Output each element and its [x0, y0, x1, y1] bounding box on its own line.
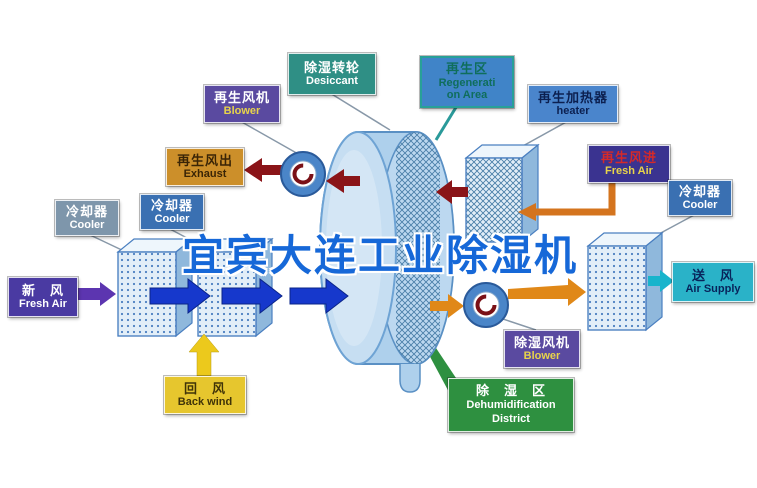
heat-exchanger-box-left-1	[116, 237, 194, 338]
label-regen-blower-zh: 再生风机	[213, 89, 270, 105]
label-dehumid-blower: 除湿风机 Blower	[504, 330, 580, 368]
label-regen-heater-zh: 再生加热器	[537, 89, 608, 105]
label-cooler-left-outer: 冷却器 Cooler	[55, 200, 119, 236]
label-regen-heater: 再生加热器 heater	[528, 85, 618, 123]
label-regen-blower: 再生风机 Blower	[204, 85, 280, 123]
air-supply-arrow	[648, 270, 674, 292]
label-cooler-left-inner: 冷却器 Cooler	[140, 194, 204, 230]
dehumid-blower-fan	[463, 282, 509, 328]
label-desiccant-wheel-en: Desiccant	[306, 75, 358, 88]
label-cooler-left-inner-zh: 冷却器	[150, 197, 193, 213]
label-dehumid-district-en2: District	[492, 413, 530, 426]
label-cooler-right-en: Cooler	[682, 199, 718, 212]
label-regen-heater-en: heater	[556, 105, 590, 118]
label-desiccant-wheel-zh: 除湿转轮	[303, 59, 360, 75]
label-regen-fresh-air-zh: 再生风进	[600, 149, 657, 165]
label-fresh-air: 新 风 Fresh Air	[8, 277, 78, 317]
heat-exchanger-box-right	[586, 231, 664, 332]
label-cooler-left-outer-en: Cooler	[69, 219, 105, 232]
label-air-supply-zh: 送 风	[691, 267, 734, 283]
main-airflow-arrows	[149, 277, 349, 315]
label-exhaust-en: Exhaust	[183, 168, 227, 181]
leader-cooler-left-outer	[87, 233, 127, 253]
label-dehumid-district-zh: 除 湿 区	[475, 383, 546, 399]
leader-regen-blower	[239, 120, 301, 156]
fresh-air-inlet-arrow	[78, 282, 116, 306]
label-air-supply-en: Air Supply	[685, 283, 741, 296]
label-dehumid-district: 除 湿 区 Dehumidification District	[448, 378, 574, 432]
return-air-arrow	[188, 333, 220, 377]
label-regen-fresh-air-en: Fresh Air	[605, 165, 653, 178]
regen-fresh-air-duct	[534, 178, 616, 216]
label-dehumid-blower-en: Blower	[523, 350, 561, 363]
title-overlay: 宜宾大连工业除湿机	[182, 232, 579, 279]
label-air-supply: 送 风 Air Supply	[672, 262, 754, 302]
regen-blower-fan	[280, 151, 326, 197]
label-back-wind: 回 风 Back wind	[164, 376, 246, 414]
label-dehumid-blower-zh: 除湿风机	[513, 334, 570, 350]
label-cooler-left-outer-zh: 冷却器	[65, 203, 108, 219]
desiccant-wheel	[319, 131, 455, 393]
label-cooler-left-inner-en: Cooler	[154, 213, 190, 226]
leader-regeneration-area	[434, 103, 460, 141]
label-back-wind-zh: 回 风	[183, 380, 226, 396]
leader-dehumid-blower	[499, 317, 537, 331]
label-regeneration-area-zh: 再生区	[445, 60, 488, 76]
regen-fresh-air-arrowhead	[518, 203, 536, 221]
label-fresh-air-zh: 新 风	[21, 282, 64, 298]
label-cooler-right: 冷却器 Cooler	[668, 180, 732, 216]
supply-airflow-arrows	[430, 278, 586, 318]
label-regeneration-area-en1: Regenerati	[438, 76, 496, 89]
regeneration-exhaust-arrows	[244, 158, 468, 204]
label-cooler-right-zh: 冷却器	[678, 183, 721, 199]
label-regeneration-area: 再生区 Regenerati on Area	[420, 56, 514, 108]
label-dehumid-district-en1: Dehumidification	[466, 399, 556, 412]
label-fresh-air-en: Fresh Air	[19, 298, 67, 311]
label-back-wind-en: Back wind	[177, 396, 233, 409]
label-desiccant-wheel: 除湿转轮 Desiccant	[288, 53, 376, 95]
label-exhaust: 再生风出 Exhaust	[166, 148, 244, 186]
label-regen-fresh-air: 再生风进 Fresh Air	[588, 145, 670, 183]
label-exhaust-zh: 再生风出	[176, 152, 233, 168]
wheel-hatched-band	[396, 132, 440, 364]
label-regeneration-area-en2: on Area	[446, 89, 488, 102]
leader-desiccant	[329, 92, 391, 131]
wheel-shaft-tail	[399, 364, 421, 393]
label-regen-blower-en: Blower	[223, 105, 261, 118]
